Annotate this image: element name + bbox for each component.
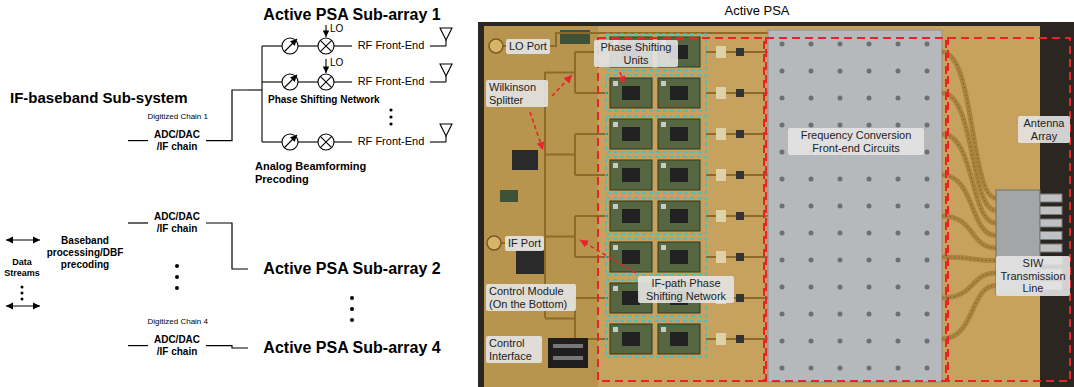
- diagram-label: Active PSA: [697, 3, 817, 19]
- connector-line: [128, 345, 148, 346]
- chain-heading: Digitized Chain 4: [140, 317, 208, 327]
- subsystem-panel: IF-baseband Sub-systemBaseband processin…: [4, 86, 208, 382]
- diagram-label: Phase Shifting Network: [268, 94, 380, 106]
- label-holder: IF Port: [505, 236, 544, 251]
- diagram-label: LO: [330, 24, 343, 34]
- photo-callout: LO Port: [506, 39, 550, 54]
- box-label: RF Front-End: [356, 75, 426, 88]
- panel-title: Active PSA Sub-array 4: [252, 338, 452, 357]
- label-holder: IF-path Phase Shifting Network: [638, 276, 734, 303]
- label-holder: Analog Beamforming Precoding: [255, 160, 375, 186]
- label-holder: LO Port: [506, 39, 550, 54]
- rf-frontend-box: RF Front-End: [352, 131, 430, 153]
- label-holder: Control Interface: [486, 336, 542, 363]
- label-holder: Wilkinson Splitter: [486, 80, 548, 107]
- connector-line: [206, 346, 248, 348]
- board-details: [606, 30, 1062, 382]
- label-holder: Control Module (On the Bottom): [486, 284, 576, 311]
- connector-line: [128, 140, 148, 141]
- chain-frame: ADC/DAC /IF chain: [148, 328, 206, 364]
- connector-line: [206, 223, 248, 269]
- diagram-label: Analog Beamforming Precoding: [255, 160, 375, 186]
- label-holder: Data Streams: [3, 257, 41, 279]
- label-holder: LO: [330, 58, 343, 68]
- chain-box: Digitized Chain 1 ADC/DAC /IF chain: [140, 112, 208, 162]
- panel-title: Active PSA Sub-array 2: [252, 259, 452, 278]
- photo-callout: Phase Shifting Units: [594, 40, 678, 67]
- label-holder: SIW Transmission Line: [996, 256, 1070, 296]
- label-holder: Phase Shifting Network: [268, 94, 380, 106]
- label-holder: Antenna Array: [1018, 116, 1070, 143]
- diagram-label: Data Streams: [3, 257, 41, 279]
- box-label: RF Front-End: [356, 39, 426, 52]
- box-label: ADC/DAC /IF chain: [152, 211, 202, 235]
- phase-shifting-network: [248, 25, 452, 150]
- box-label: Baseband processing/DBF precoding: [46, 235, 124, 271]
- photo-callout: Control Module (On the Bottom): [486, 284, 576, 311]
- photo-callout: IF Port: [505, 236, 544, 251]
- panel-title: Active PSA Sub-array 1: [248, 2, 456, 27]
- photo-callout: Wilkinson Splitter: [486, 80, 548, 107]
- subarray-panel: Active PSA Sub-array 4: [248, 331, 456, 365]
- chain-box: Digitized Chain 4 ADC/DAC /IF chain: [140, 317, 208, 367]
- label-holder: Phase Shifting Units: [594, 40, 678, 67]
- chain-frame: ADC/DAC /IF chain: [148, 123, 206, 159]
- diagram-label: LO: [330, 58, 343, 68]
- subarray-panel: Active PSA Sub-array 2: [248, 252, 456, 286]
- rf-frontend-box: RF Front-End: [352, 35, 430, 57]
- label-holder: Frequency Conversion Front-end Circuits: [788, 128, 924, 155]
- photo-callout: Control Interface: [486, 336, 542, 363]
- board-photo: [478, 22, 1074, 387]
- photo-callout: IF-path Phase Shifting Network: [638, 276, 734, 303]
- region-outlines: [598, 38, 1070, 381]
- rf-frontend-box: RF Front-End: [352, 71, 430, 93]
- connector-line: [128, 222, 148, 223]
- chain-box: ADC/DAC /IF chain: [148, 205, 206, 241]
- label-holder: Active PSA: [697, 3, 817, 19]
- label-holder: LO: [330, 24, 343, 34]
- chain-heading: Digitized Chain 1: [140, 112, 208, 122]
- box-label: ADC/DAC /IF chain: [150, 129, 204, 153]
- panel-title: IF-baseband Sub-system: [4, 86, 208, 110]
- box-label: ADC/DAC /IF chain: [150, 334, 204, 358]
- photo-callout: Frequency Conversion Front-end Circuits: [788, 128, 924, 155]
- connector-line: [206, 90, 248, 141]
- processing-box: Baseband processing/DBF precoding: [42, 130, 128, 375]
- box-label: RF Front-End: [356, 135, 426, 148]
- photo-callout: Antenna Array: [1018, 116, 1070, 143]
- photo-callout: SIW Transmission Line: [996, 256, 1070, 296]
